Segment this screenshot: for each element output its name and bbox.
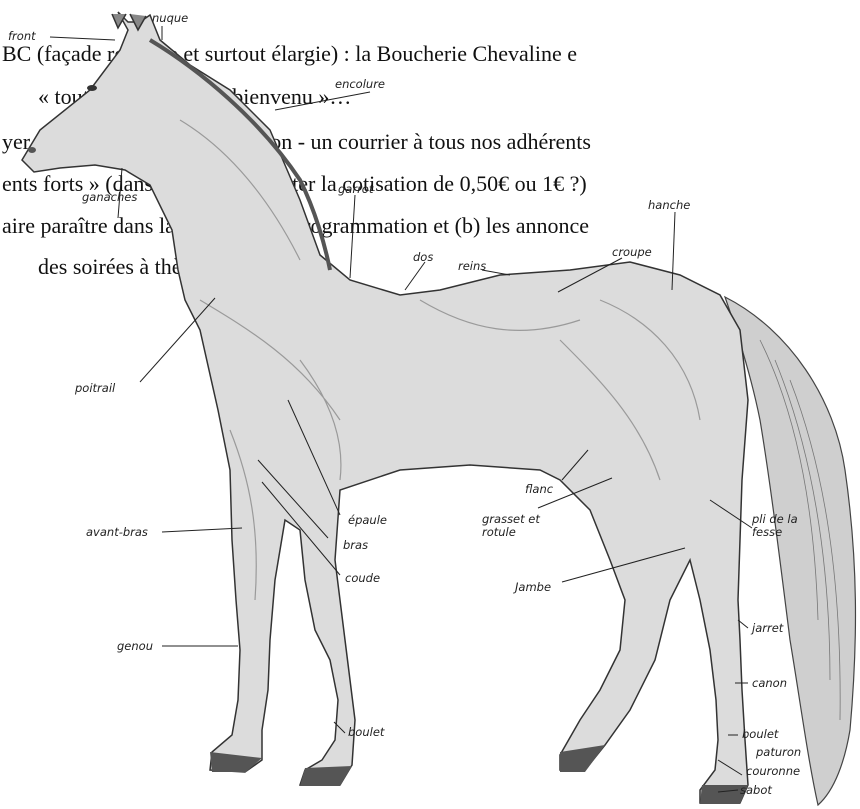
label-croupe: croupe xyxy=(612,246,652,259)
horse-silhouette xyxy=(22,12,748,803)
label-front: front xyxy=(8,30,36,43)
label-coude: coude xyxy=(345,572,380,585)
label-paturon: paturon xyxy=(756,746,801,759)
label-canon: canon xyxy=(752,677,787,690)
label-ganaches: ganaches xyxy=(82,191,137,204)
label-pli-de-la-fesse: pli de la fesse xyxy=(752,513,820,539)
label-dos: dos xyxy=(413,251,433,264)
label-genou: genou xyxy=(117,640,153,653)
label-jarret: jarret xyxy=(752,622,783,635)
horse-nostril xyxy=(28,147,36,153)
label-garrot: garrot xyxy=(338,183,373,196)
label-encolure: encolure xyxy=(335,78,385,91)
label-flanc: flanc xyxy=(525,483,553,496)
label-avant-bras: avant-bras xyxy=(86,526,148,539)
label-reins: reins xyxy=(458,260,486,273)
horse-eye xyxy=(87,85,97,91)
horse-body xyxy=(22,12,855,805)
label-hanche: hanche xyxy=(648,199,690,212)
label-jambe: Jambe xyxy=(515,581,551,594)
label-couronne: couronne xyxy=(746,765,800,778)
label-grasset-rotule: grasset et rotule xyxy=(482,513,552,539)
label-bras: bras xyxy=(343,539,368,552)
label-boulet-avant: boulet xyxy=(348,726,384,739)
label-nuque: nuque xyxy=(152,12,188,25)
label-epaule: épaule xyxy=(348,514,387,527)
label-poitrail: poitrail xyxy=(75,382,115,395)
label-boulet-arriere: boulet xyxy=(742,728,778,741)
hoof-front-right xyxy=(300,766,352,786)
label-sabot: sabot xyxy=(740,784,772,797)
